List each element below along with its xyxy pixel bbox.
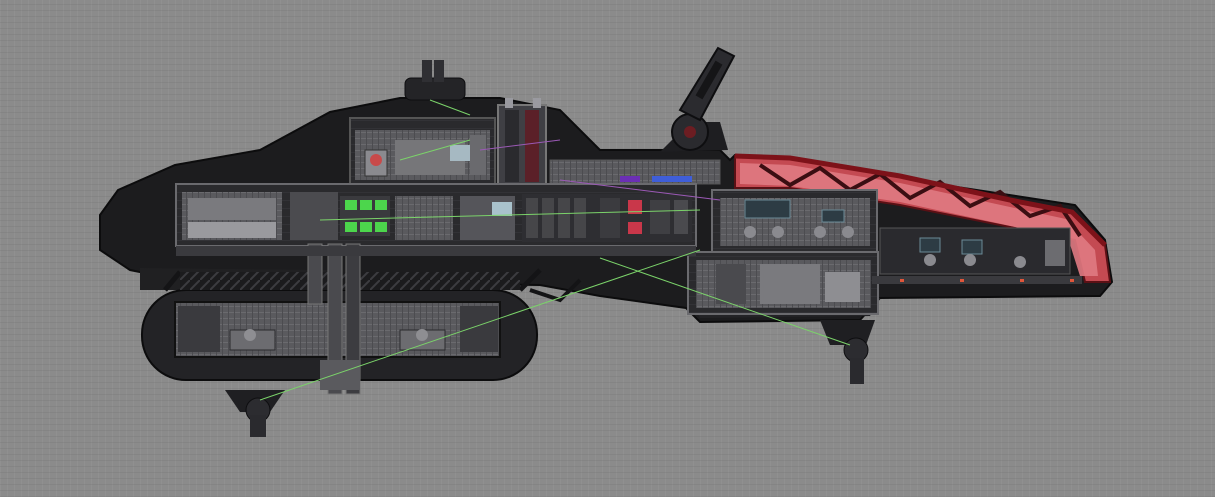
bridge-floor	[872, 276, 1082, 284]
locker-bank[interactable]	[522, 194, 692, 242]
bridge[interactable]	[711, 189, 1071, 275]
ventral-turret-left[interactable]	[225, 390, 285, 437]
indicator-lights	[620, 176, 692, 182]
top-turret[interactable]	[660, 46, 736, 152]
main-deck[interactable]	[175, 183, 697, 247]
generator-icon	[340, 196, 390, 236]
wiring-overlay	[259, 99, 851, 401]
lower-tank[interactable]	[141, 268, 582, 381]
ventral-turret-right[interactable]	[820, 320, 875, 384]
dorsal-turret[interactable]	[404, 60, 466, 101]
engine-room[interactable]	[687, 251, 879, 315]
deck-floor	[176, 246, 696, 256]
floor-lights	[900, 279, 1074, 282]
ladder-shafts[interactable]	[307, 243, 361, 395]
